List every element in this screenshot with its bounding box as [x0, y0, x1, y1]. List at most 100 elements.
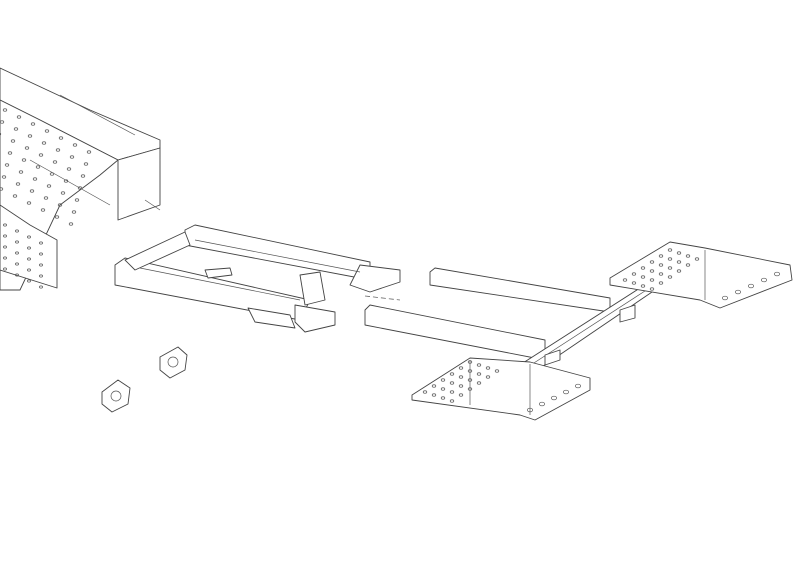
perforation-hole — [15, 182, 21, 186]
perforation-hole — [476, 381, 482, 385]
perforation-hole — [422, 390, 428, 394]
perforation-hole — [458, 366, 464, 370]
perforation-hole — [3, 223, 7, 227]
perforation-hole — [676, 260, 682, 264]
perforation-hole — [57, 203, 63, 207]
step-pad-front — [411, 357, 591, 421]
perforation-hole — [494, 369, 500, 373]
perforation-hole — [12, 194, 18, 198]
perforation-hole — [10, 139, 16, 143]
perforation-hole — [467, 378, 473, 382]
perforation-hole — [467, 387, 473, 391]
perforation-hole — [440, 378, 446, 382]
perforation-hole — [21, 158, 27, 162]
perforation-hole — [72, 143, 78, 147]
perforation-hole — [658, 263, 664, 267]
perforation-hole — [44, 129, 50, 133]
perforation-hole — [43, 196, 49, 200]
perforation-hole — [640, 266, 646, 270]
perforation-hole — [24, 146, 30, 150]
perforation-hole — [77, 186, 83, 190]
perforation-hole — [15, 251, 19, 255]
perforation-hole — [15, 240, 19, 244]
perforation-hole — [15, 273, 19, 277]
perforation-hole — [15, 262, 19, 266]
perforation-hole — [13, 127, 19, 131]
perforation-hole — [563, 389, 569, 395]
perforation-hole — [649, 260, 655, 264]
perforation-hole — [58, 136, 64, 140]
perforation-hole — [55, 148, 61, 152]
perforation-hole — [467, 369, 473, 373]
perforation-hole — [3, 256, 7, 260]
perforation-hole — [0, 187, 4, 191]
perforation-hole — [485, 366, 491, 370]
perforation-hole — [15, 229, 19, 233]
perforation-hole — [467, 360, 473, 364]
perforation-hole — [39, 252, 43, 256]
perforation-hole — [640, 275, 646, 279]
mount-bracket-upper — [159, 346, 188, 379]
perforation-hole — [27, 279, 31, 283]
perforation-hole — [69, 155, 75, 159]
perforation-hole — [694, 257, 700, 261]
perforation-hole — [722, 295, 728, 301]
perforation-hole — [83, 162, 89, 166]
perforation-hole — [658, 272, 664, 276]
perforation-hole — [685, 254, 691, 258]
perforation-hole — [2, 108, 8, 112]
perforation-hole — [3, 267, 7, 271]
perforation-hole — [649, 287, 655, 291]
perforation-hole — [449, 399, 455, 403]
perforation-hole — [16, 115, 22, 119]
perforation-hole — [3, 245, 7, 249]
perforation-hole — [3, 234, 7, 238]
perforation-hole — [32, 177, 38, 181]
perforation-hole — [551, 395, 557, 401]
perforation-hole — [649, 269, 655, 273]
perforation-hole — [631, 272, 637, 276]
perforation-hole — [622, 278, 628, 282]
perforation-hole — [774, 271, 780, 277]
perforation-hole — [667, 257, 673, 261]
perforation-hole — [640, 284, 646, 288]
perforation-hole — [667, 266, 673, 270]
perforation-hole — [667, 248, 673, 252]
perforation-hole — [449, 390, 455, 394]
perforation-hole — [458, 384, 464, 388]
perforation-hole — [761, 277, 767, 283]
perforation-hole — [440, 396, 446, 400]
perforation-hole — [485, 375, 491, 379]
perforation-hole — [66, 167, 72, 171]
perforation-hole — [38, 153, 44, 157]
perforation-hole — [27, 246, 31, 250]
perforation-hole — [86, 150, 92, 154]
perforation-hole — [667, 275, 673, 279]
step-pad-rear — [609, 241, 793, 309]
perforation-hole — [49, 172, 55, 176]
perforation-hole — [60, 191, 66, 195]
perforation-hole — [685, 263, 691, 267]
perforation-hole — [631, 281, 637, 285]
mount-bracket-lower — [101, 379, 131, 413]
perforation-hole — [26, 201, 32, 205]
perforation-hole — [0, 132, 2, 136]
perforated-housing — [0, 67, 161, 291]
perforation-hole — [449, 381, 455, 385]
perforation-hole — [71, 210, 77, 214]
perforation-hole — [0, 120, 5, 124]
front-frame — [114, 224, 401, 333]
perforation-hole — [449, 372, 455, 376]
perforation-hole — [46, 184, 52, 188]
perforation-hole — [431, 393, 437, 397]
perforation-hole — [440, 387, 446, 391]
perforation-hole — [7, 151, 13, 155]
perforation-hole — [63, 179, 69, 183]
perforation-hole — [676, 269, 682, 273]
perforation-hole — [40, 208, 46, 212]
perforation-hole — [54, 215, 60, 219]
perforation-hole — [527, 407, 533, 413]
perforation-hole — [39, 263, 43, 267]
perforation-hole — [52, 160, 58, 164]
